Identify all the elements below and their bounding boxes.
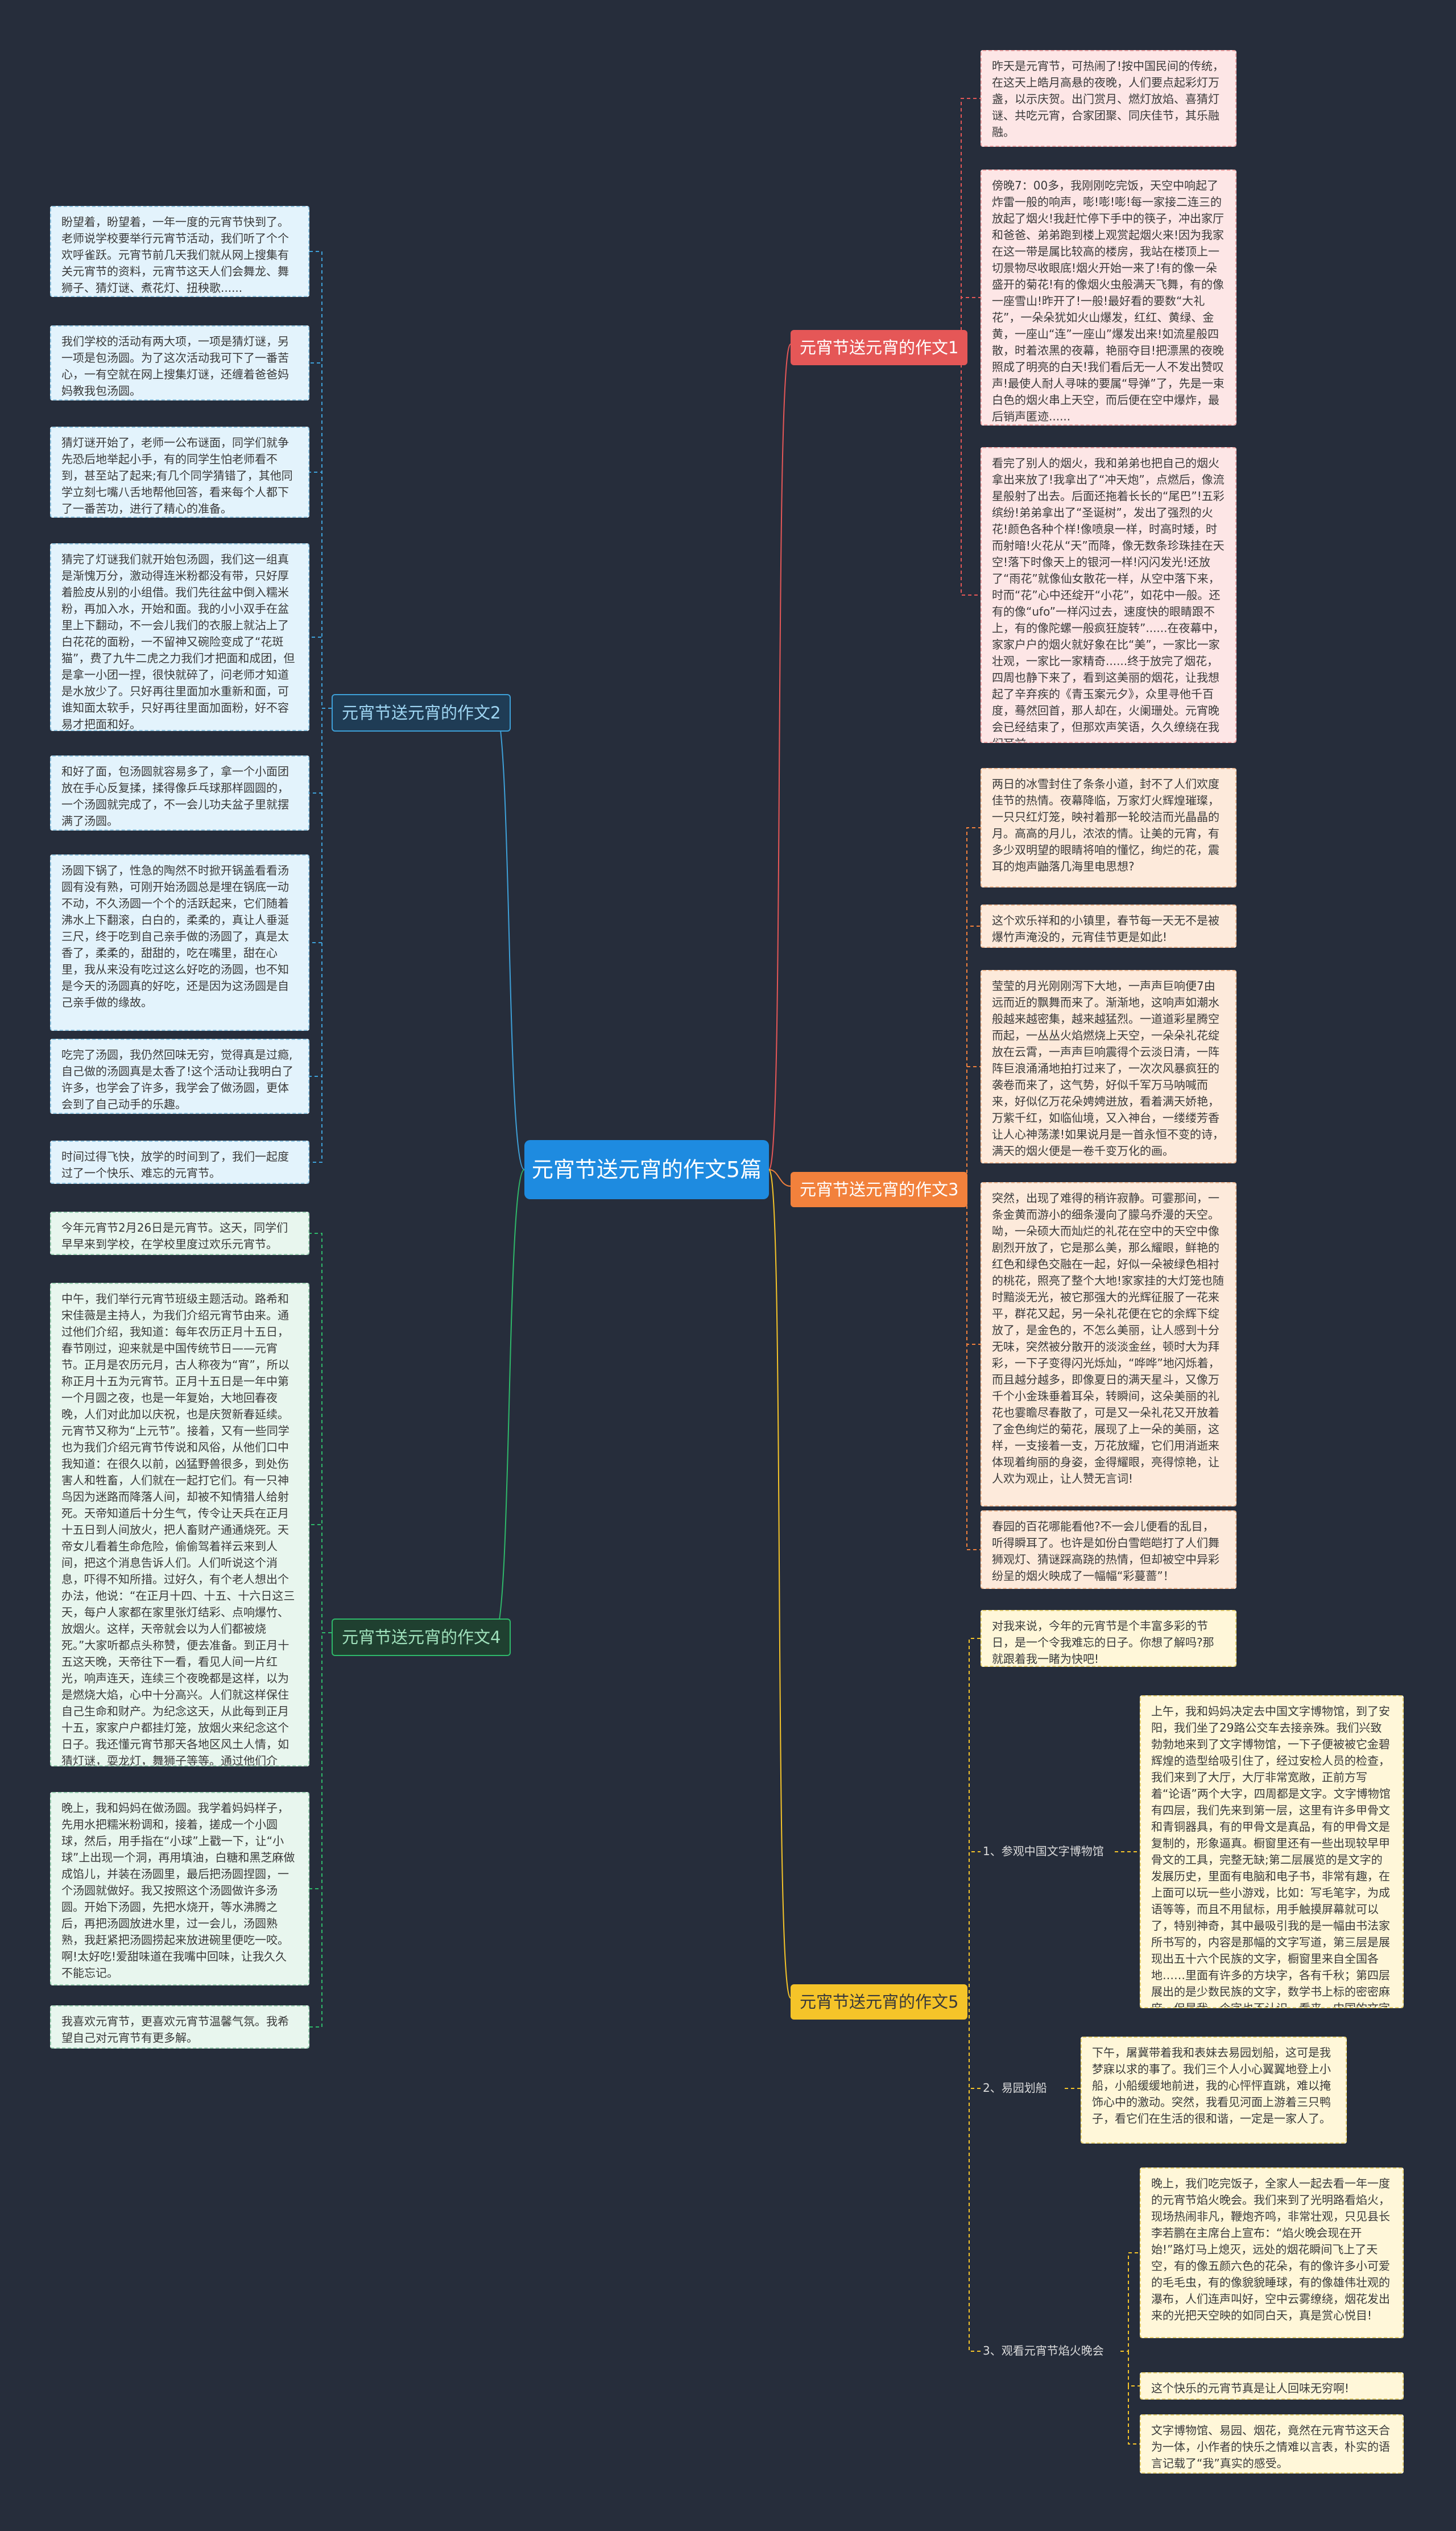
connector	[309, 1233, 332, 1633]
essay3-paragraph: 莹莹的月光刚刚泻下大地，一声声巨响便7由远而近的飘舞而来了。渐渐地，这响声如潮水…	[981, 970, 1236, 1163]
connector	[309, 362, 332, 709]
connector	[309, 1632, 332, 2028]
essay2-paragraph: 猜灯谜开始了，老师一公布谜面，同学们就争先恐后地举起小手，有的同学生怕老师看不到…	[50, 427, 309, 518]
connector	[309, 708, 332, 794]
branch-essay-5[interactable]: 元宵节送元宵的作文5	[791, 1984, 968, 2020]
essay5-sub-text: 上午，我和妈妈决定去中国文字博物馆，到了安阳，我们坐了29路公交车去接亲殊。我们…	[1140, 1695, 1404, 2008]
essay4-paragraph: 今年元宵节2月26日是元宵节。这天，同学们早早来到学校，在学校里度过欢乐元宵节。	[50, 1212, 309, 1255]
essay5-intro: 对我来说，今年的元宵节是个丰富多彩的节日，是一个令我难忘的日子。你想了解吗?那就…	[981, 1610, 1236, 1667]
connector	[768, 1169, 791, 1999]
essay4-paragraph: 晚上，我和妈妈在做汤圆。我学着妈妈样子，先用水把糯米粉调和，接着，搓成一个小圆球…	[50, 1792, 309, 1985]
connector	[961, 1997, 981, 2352]
essay3-paragraph: 两日的冰雪封住了条条小道，封不了人们欢度佳节的热情。夜幕降临，万家灯火辉煌璀璨，…	[981, 768, 1236, 887]
connector	[961, 1066, 981, 1187]
branch-essay-2[interactable]: 元宵节送元宵的作文2	[332, 694, 511, 732]
essay1-paragraph: 看完了别人的烟火，我和弟弟也把自己的烟火拿出来放了!我拿出了“冲天炮”，点燃后，…	[981, 447, 1236, 743]
connector	[309, 251, 332, 709]
essay3-paragraph: 春园的百花哪能看他?不一会儿便看的乱目，听得瞬耳了。也许是如份白雪皑皑打了人们舞…	[981, 1510, 1236, 1589]
essay3-paragraph: 突然，出现了难得的稍许寂静。可霎那间，一条金黄而游小的细条漫向了朦乌乔漫的天空。…	[981, 1182, 1236, 1506]
connector	[309, 637, 332, 709]
connector	[950, 297, 981, 345]
connector	[961, 1851, 981, 1999]
essay2-paragraph: 和好了面，包汤圆就容易多了，拿一个小面团放在手心反复揉，揉得像乒乓球那样圆圆的，…	[50, 755, 309, 831]
connector	[1128, 2351, 1140, 2387]
connector	[1120, 2252, 1140, 2352]
essay5-sub-text: 晚上，我们吃完饭子，全家人一起去看一年一度的元宵节焰火晚会。我们来到了光明路看焰…	[1140, 2167, 1404, 2338]
essay5-sub-title[interactable]: 1、参观中国文字博物馆	[983, 1844, 1104, 1858]
connector	[309, 1632, 332, 1889]
connector	[961, 827, 981, 1187]
essay3-paragraph: 这个欢乐祥和的小镇里，春节每一天无不是被爆竹声淹没的，元宵佳节更是如此!	[981, 905, 1236, 948]
essay5-sub-text: 下午，屠冀带着我和表妹去易园划船，这可是我梦寐以求的事了。我们三个人小心翼翼地登…	[1081, 2037, 1347, 2144]
root-topic[interactable]: 元宵节送元宵的作文5篇	[524, 1140, 769, 1199]
essay1-paragraph: 昨天是元宵节，可热闹了!按中国民间的传统，在这天上皓月高悬的夜晚，人们要点起彩灯…	[981, 50, 1236, 147]
connector	[494, 1169, 525, 1633]
essay4-paragraph: 中午，我们举行元宵节班级主题活动。路希和宋佳薇是主持人，为我们介绍元宵节由来。通…	[50, 1283, 309, 1766]
connector	[494, 708, 525, 1170]
essay1-paragraph: 傍晚7：00多，我刚刚吃完饭，天空中响起了炸雷一般的响声，嘭!嘭!嘭!每一家接二…	[981, 170, 1236, 426]
branch-essay-1[interactable]: 元宵节送元宵的作文1	[791, 330, 968, 365]
connector	[961, 1638, 981, 1999]
connector	[950, 98, 981, 345]
connector	[309, 708, 332, 943]
essay2-paragraph: 猜完了灯谜我们就开始包汤圆，我们这一组真是渐愧万分，激动得连米粉都没有带，只好厚…	[50, 543, 309, 731]
essay5-sub-title[interactable]: 3、观看元宵节焰火晚会	[983, 2344, 1104, 2357]
connector	[961, 926, 981, 1187]
connector	[309, 1524, 332, 1633]
connector	[961, 1186, 981, 1550]
essay2-paragraph: 汤圆下锅了，性急的陶然不时掀开锅盖看看汤圆有没有熟，可刚开始汤圆总是埋在锅底一动…	[50, 854, 309, 1031]
connector	[309, 708, 332, 1077]
connector	[950, 344, 981, 596]
essay5-tail: 这个快乐的元宵节真是让人回味无穷啊!	[1140, 2372, 1404, 2400]
branch-essay-3[interactable]: 元宵节送元宵的作文3	[791, 1172, 968, 1207]
connector	[309, 708, 332, 1163]
branch-essay-4[interactable]: 元宵节送元宵的作文4	[332, 1618, 511, 1656]
connector	[768, 1169, 791, 1187]
connector	[309, 472, 332, 709]
essay5-sub-title[interactable]: 2、易园划船	[983, 2081, 1047, 2095]
essay2-paragraph: 吃完了汤圆，我仍然回味无穷，觉得真是过瘾,自己做的汤圆真是太香了!这个活动让我明…	[50, 1039, 309, 1114]
essay2-paragraph: 盼望着，盼望着，一年一度的元宵节快到了。老师说学校要举行元宵节活动，我们听了个个…	[50, 206, 309, 297]
connector	[768, 344, 791, 1170]
essay5-tail: 文字博物馆、易园、烟花，竟然在元宵节这天合为一体，小作者的快乐之情难以言表，朴实…	[1140, 2414, 1404, 2474]
connector	[1128, 2386, 1140, 2445]
essay2-paragraph: 我们学校的活动有两大项，一项是猜灯谜，另一项是包汤圆。为了这次活动我可下了一番苦…	[50, 325, 309, 400]
connector	[961, 1186, 981, 1345]
essay2-paragraph: 时间过得飞快，放学的时间到了，我们一起度过了一个快乐、难忘的元宵节。	[50, 1141, 309, 1184]
essay4-paragraph: 我喜欢元宵节，更喜欢元宵节温馨气氛。我希望自己对元宵节有更多解。	[50, 2005, 309, 2049]
